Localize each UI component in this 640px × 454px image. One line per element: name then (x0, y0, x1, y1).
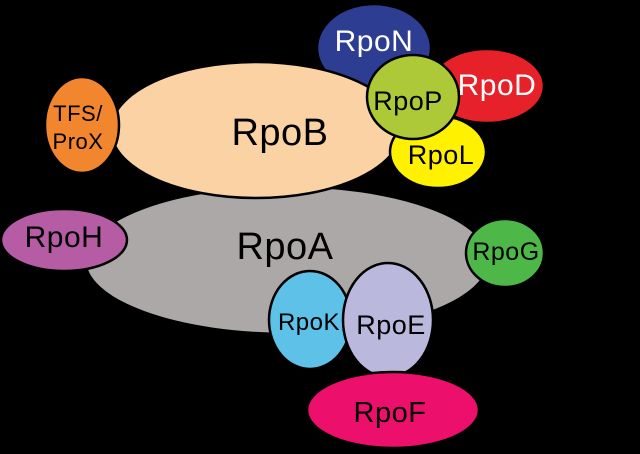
rpoG-node (464, 217, 546, 289)
rpoH-node (0, 207, 129, 273)
rpoN-label: RpoN (335, 25, 414, 58)
rpoA-label: RpoA (236, 226, 333, 268)
rpoH-label: RpoH (25, 221, 104, 254)
tfs-prox-label-line2: ProX (53, 129, 104, 154)
rpoF-label: RpoF (354, 397, 427, 429)
rpoL-label: RpoL (408, 140, 475, 170)
rpoB-label: RpoB (231, 112, 328, 154)
rpoD-label: RpoD (458, 69, 537, 102)
tfs-prox-label-line1: TFS/ (53, 101, 103, 126)
rpoF-node (305, 370, 481, 450)
tfs-prox-node (43, 75, 121, 175)
rpoG-label: RpoG (472, 238, 539, 266)
rpoP-label: RpoP (373, 86, 443, 116)
rpoE-label: RpoE (356, 310, 426, 340)
rpoK-label: RpoK (278, 309, 340, 336)
rpoP-node (365, 53, 461, 141)
